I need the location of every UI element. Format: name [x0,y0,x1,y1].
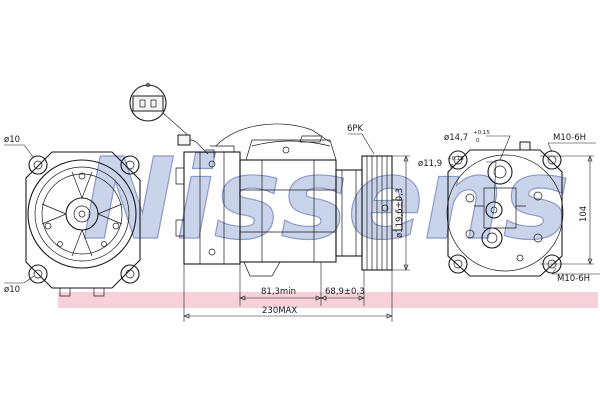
label-thread-top: M10-6H [553,133,586,143]
side-dimensions [183,133,410,322]
front-view [25,151,141,297]
side-view [175,123,403,277]
label-dim-68: 68,9±0,3 [325,287,365,297]
label-port-bottom: ø11,9 [418,159,442,169]
label-dim-230: 230MAX [262,306,297,316]
label-dim-81: 81,3min [261,287,296,297]
svg-text:Nissens: Nissens [82,135,570,265]
label-left-bottom-diameter: ø10 [4,285,20,295]
label-height-104: 104 [579,206,589,222]
label-port-top-tol-upper: +0,15 [473,130,490,136]
label-port-bottom-tol-lower: 0 [450,164,454,170]
label-port-bottom-tol-upper: +0,15 [447,156,464,162]
label-thread-bottom: M10-6H [557,274,590,284]
label-pulley-diameter: ø119,6±0,3 [395,188,405,238]
label-left-top-diameter: ø10 [4,135,20,145]
leader-left-bottom [4,275,35,284]
rear-dimensions [486,135,600,275]
label-port-top: ø14,7 [444,133,468,143]
leader-left-top [4,144,35,159]
pink-band [58,292,598,308]
nissens-watermark-logo: Nissens [81,134,570,265]
label-port-top-tol-lower: 0 [476,138,480,144]
label-belt-6pk: 6PK [347,124,364,134]
connector-inset [129,83,191,138]
